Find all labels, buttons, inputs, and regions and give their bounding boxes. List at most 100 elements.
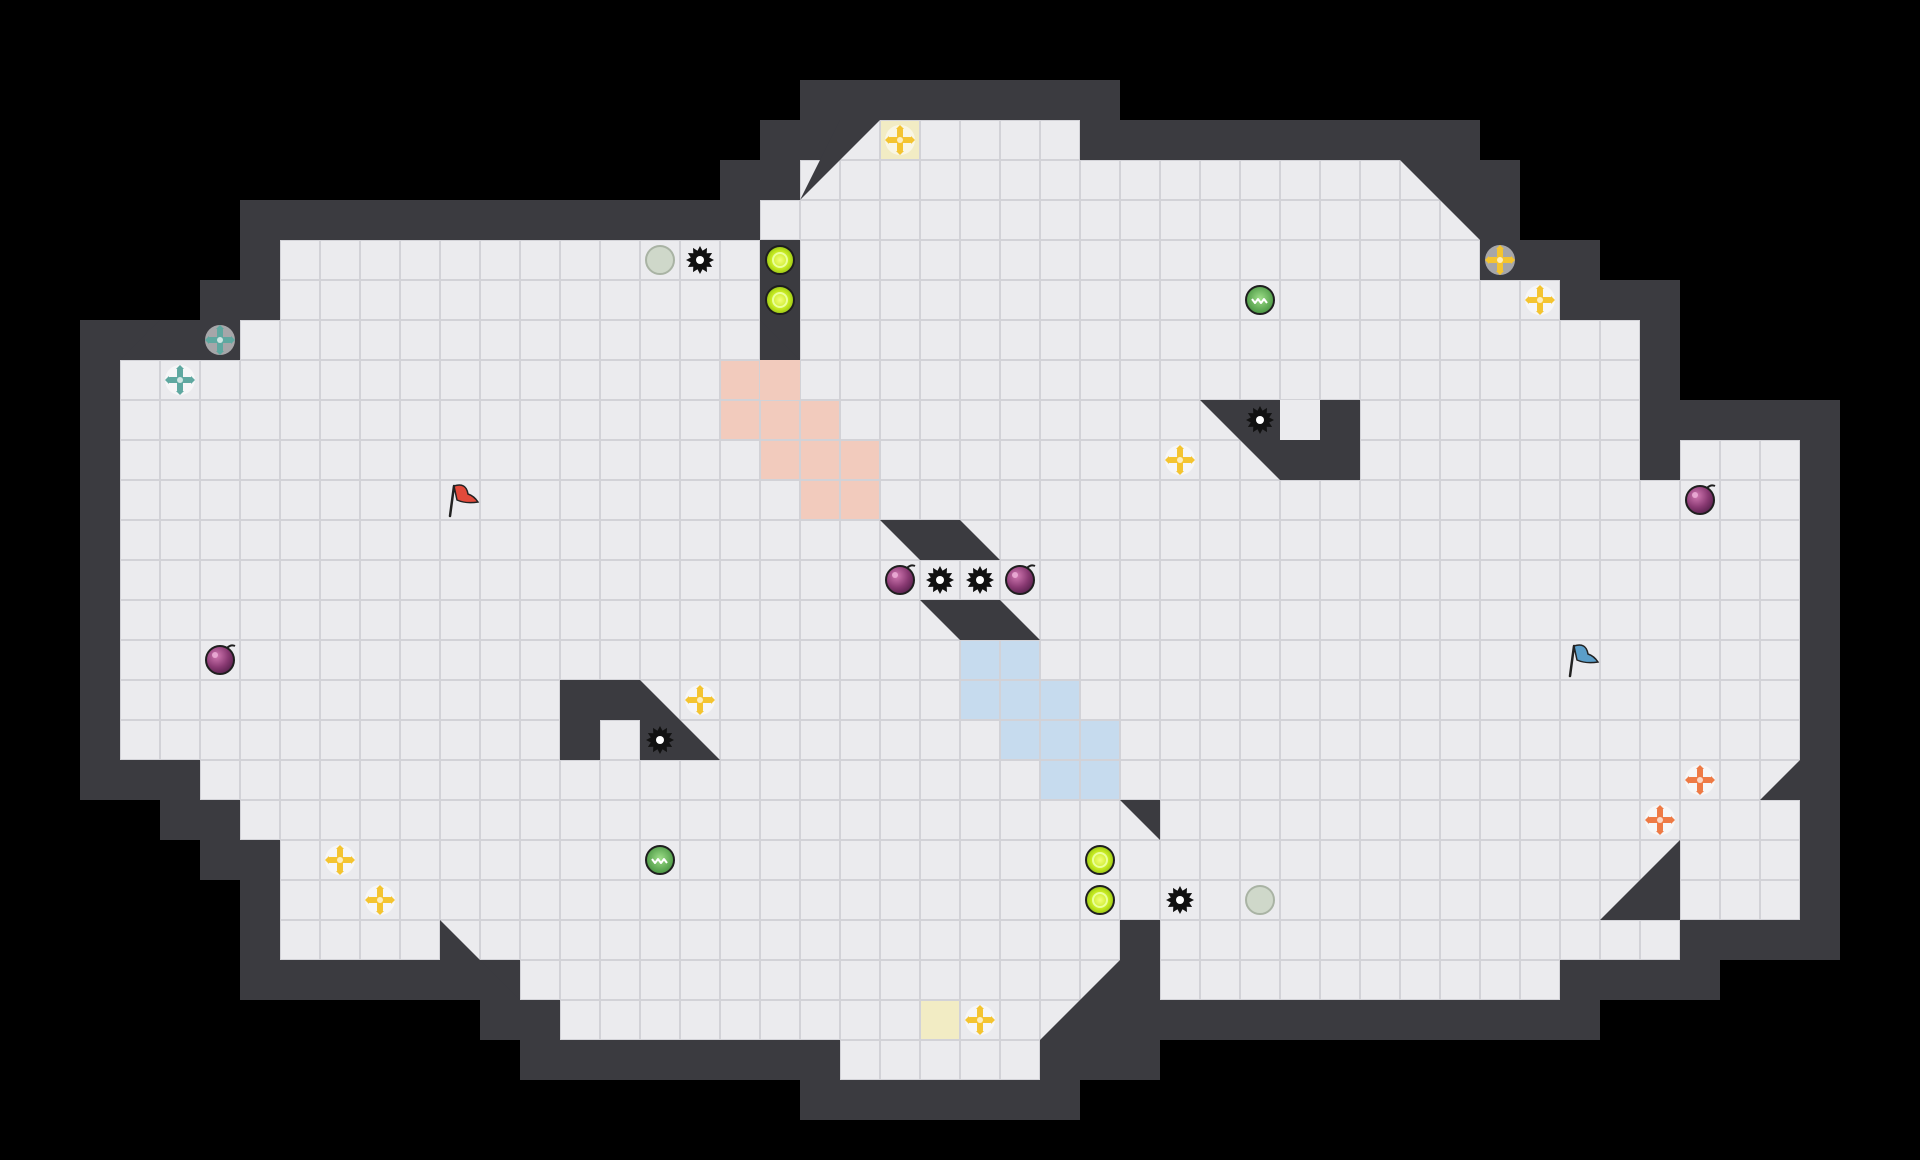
grid-cell (1160, 400, 1200, 440)
grid-cell (600, 560, 640, 600)
floor-tile (920, 440, 960, 480)
grid-cell (160, 360, 200, 400)
grid-cell (1000, 760, 1040, 800)
grid-cell (200, 360, 240, 400)
grid-cell (360, 400, 400, 440)
grid-cell (600, 960, 640, 1000)
grid-cell (1320, 760, 1360, 800)
wall-tile (1520, 240, 1560, 280)
floor-tile (1480, 800, 1520, 840)
grid-cell (1160, 720, 1200, 760)
wall-tile (1800, 840, 1840, 880)
floor-tile (400, 840, 440, 880)
floor-tile (480, 240, 520, 280)
grid-cell (640, 560, 680, 600)
floor-tile (1280, 160, 1320, 200)
grid-cell (1480, 320, 1520, 360)
grid-cell (400, 560, 440, 600)
grid-cell (1160, 280, 1200, 320)
grid-cell (1560, 560, 1600, 600)
grid-cell (1000, 920, 1040, 960)
grid-cell (640, 360, 680, 400)
grid-cell (1760, 680, 1800, 720)
gate-button-icon (1245, 885, 1275, 915)
grid-cell (1320, 200, 1360, 240)
grid-cell (1120, 320, 1160, 360)
grid-cell (1280, 880, 1320, 920)
floor-tile (1320, 160, 1360, 200)
wall-tile (280, 960, 320, 1000)
grid-cell (1120, 560, 1160, 600)
grid-cell (1400, 200, 1440, 240)
grid-cell (1160, 360, 1200, 400)
grid-cell (1400, 640, 1440, 680)
grid-cell (840, 480, 880, 520)
floor-tile (1120, 720, 1160, 760)
grid-cell (680, 840, 720, 880)
grid-cell (1480, 560, 1520, 600)
grid-cell (320, 680, 360, 720)
grid-cell (920, 440, 960, 480)
floor-tile (400, 360, 440, 400)
wall-tile (840, 80, 880, 120)
grid-cell (600, 800, 640, 840)
floor-tile (240, 640, 280, 680)
grid-cell (1480, 960, 1520, 1000)
grid-cell (1280, 200, 1320, 240)
grid-cell (1040, 280, 1080, 320)
grid-cell (1240, 720, 1280, 760)
grid-cell (1720, 680, 1760, 720)
grid-cell (1640, 520, 1680, 560)
floor-tile (1240, 680, 1280, 720)
grid-cell (360, 720, 400, 760)
floor-tile (1000, 360, 1040, 400)
grid-cell (600, 440, 640, 480)
grid-cell (520, 720, 560, 760)
grid-cell (120, 600, 160, 640)
grid-cell (1440, 600, 1480, 640)
grid-cell (800, 280, 840, 320)
wall-tile (240, 880, 280, 920)
floor-tile (280, 680, 320, 720)
floor-tile (1440, 880, 1480, 920)
wall-tile (1600, 960, 1640, 1000)
grid-cell (1040, 240, 1080, 280)
floor-tile (1320, 320, 1360, 360)
grid-cell (920, 240, 960, 280)
grid-cell (1200, 160, 1240, 200)
floor-tile (240, 800, 280, 840)
floor-tile (1040, 200, 1080, 240)
floor-tile (840, 1040, 880, 1080)
wall-tile (80, 360, 120, 400)
grid-cell (960, 120, 1000, 160)
grid-cell (1520, 560, 1560, 600)
floor-tile (1040, 240, 1080, 280)
grid-cell (1600, 480, 1640, 520)
grid-cell (360, 280, 400, 320)
grid-cell (1520, 640, 1560, 680)
blue-team-zone-tile (1040, 760, 1080, 800)
floor-tile (840, 160, 880, 200)
grid-cell (1440, 960, 1480, 1000)
grid-cell (360, 880, 400, 920)
grid-cell (840, 360, 880, 400)
grid-cell (1080, 640, 1120, 680)
grid-cell (1240, 560, 1280, 600)
grid-cell (320, 240, 360, 280)
floor-tile (1200, 200, 1240, 240)
grid-cell (1440, 400, 1480, 440)
floor-tile (640, 600, 680, 640)
blue-team-zone-tile (1040, 680, 1080, 720)
grid-cell (840, 160, 880, 200)
floor-tile (320, 560, 360, 600)
floor-tile (680, 640, 720, 680)
grid-cell (880, 680, 920, 720)
floor-tile (1520, 320, 1560, 360)
floor-tile (560, 960, 600, 1000)
floor-tile (520, 600, 560, 640)
floor-tile (680, 480, 720, 520)
grid-cell (1360, 200, 1400, 240)
grid-cell (840, 1040, 880, 1080)
floor-tile (840, 400, 880, 440)
grid-cell (280, 360, 320, 400)
